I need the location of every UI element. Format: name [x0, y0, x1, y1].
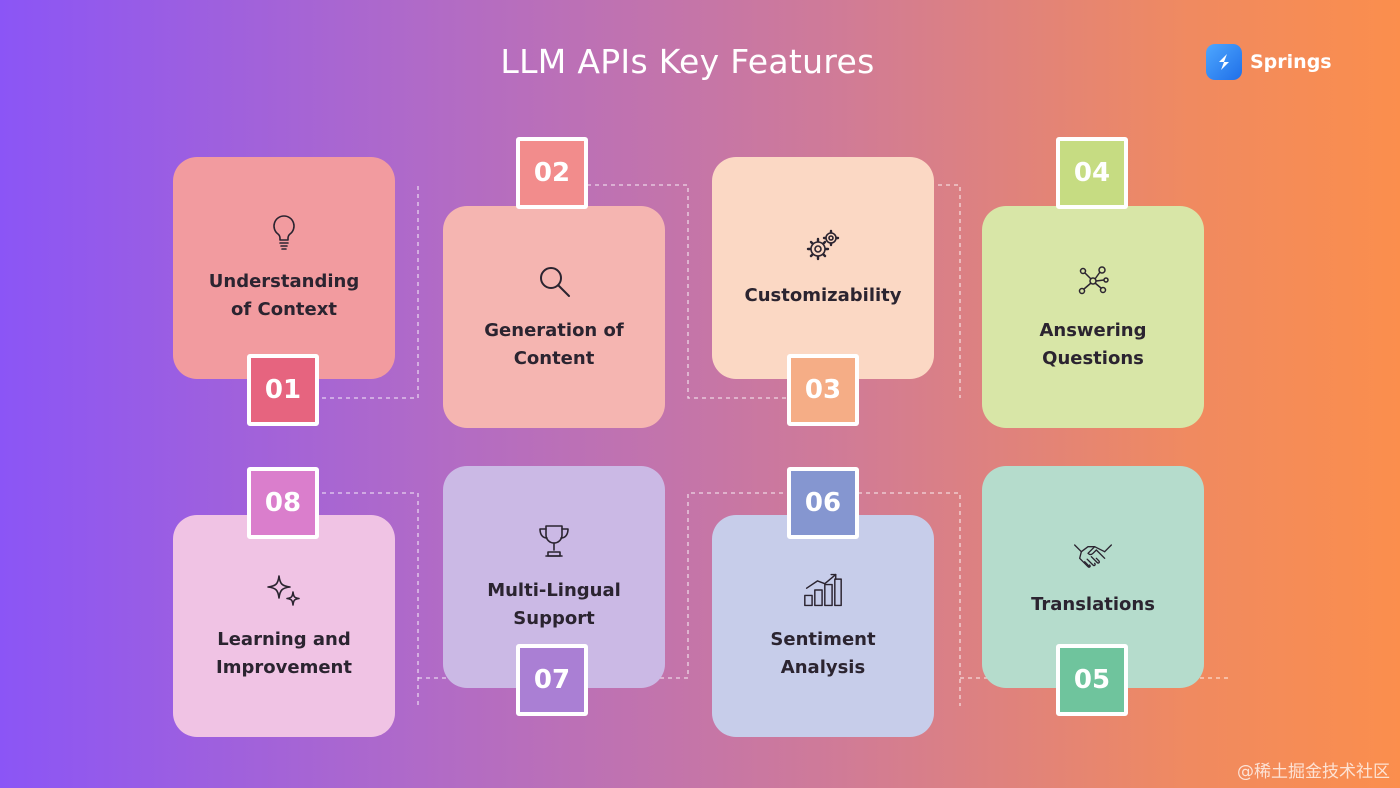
feature-label: Answering Questions [1039, 320, 1147, 369]
feature-label: Translations [1031, 594, 1155, 615]
badge-06: 06 [787, 467, 859, 539]
feature-card-06: Sentiment Analysis [712, 515, 934, 737]
search-icon [540, 267, 570, 297]
badge-number: 03 [804, 375, 842, 405]
trophy-icon [539, 525, 569, 557]
growth-chart-icon [804, 573, 842, 607]
feature-label: Learning and Improvement [216, 629, 352, 678]
page-title: LLM APIs Key Features [500, 42, 875, 81]
logo: Springs [1206, 44, 1332, 80]
feature-card-03: Customizability [712, 157, 934, 379]
springs-logo-icon [1206, 44, 1242, 80]
feature-card-08: Learning and Improvement [173, 515, 395, 737]
feature-label: Multi-Lingual Support [487, 580, 621, 629]
feature-card-01: Understanding of Context [173, 157, 395, 379]
network-icon [1078, 266, 1109, 295]
watermark: @稀土掘金技术社区 [1237, 762, 1390, 782]
badge-number: 01 [264, 375, 302, 405]
badge-08: 08 [247, 467, 319, 539]
badge-number: 08 [264, 488, 302, 518]
lightbulb-icon [273, 215, 295, 250]
badge-number: 07 [533, 665, 571, 695]
badge-05: 05 [1056, 644, 1128, 716]
badge-03: 03 [787, 354, 859, 426]
feature-label: Customizability [744, 285, 902, 306]
feature-label: Understanding of Context [208, 271, 360, 320]
badge-02: 02 [516, 137, 588, 209]
badge-07: 07 [516, 644, 588, 716]
feature-card-04: Answering Questions [982, 206, 1204, 428]
badge-number: 02 [533, 158, 571, 188]
feature-label: Generation of Content [484, 320, 624, 369]
logo-text: Springs [1250, 51, 1332, 73]
badge-01: 01 [247, 354, 319, 426]
badge-04: 04 [1056, 137, 1128, 209]
gears-icon [806, 229, 840, 261]
badge-number: 06 [804, 488, 842, 518]
feature-label: Sentiment Analysis [770, 629, 876, 678]
badge-number: 05 [1073, 665, 1111, 695]
badge-number: 04 [1073, 158, 1111, 188]
handshake-icon [1074, 544, 1112, 568]
feature-card-02: Generation of Content [443, 206, 665, 428]
sparkle-icon [267, 575, 300, 606]
